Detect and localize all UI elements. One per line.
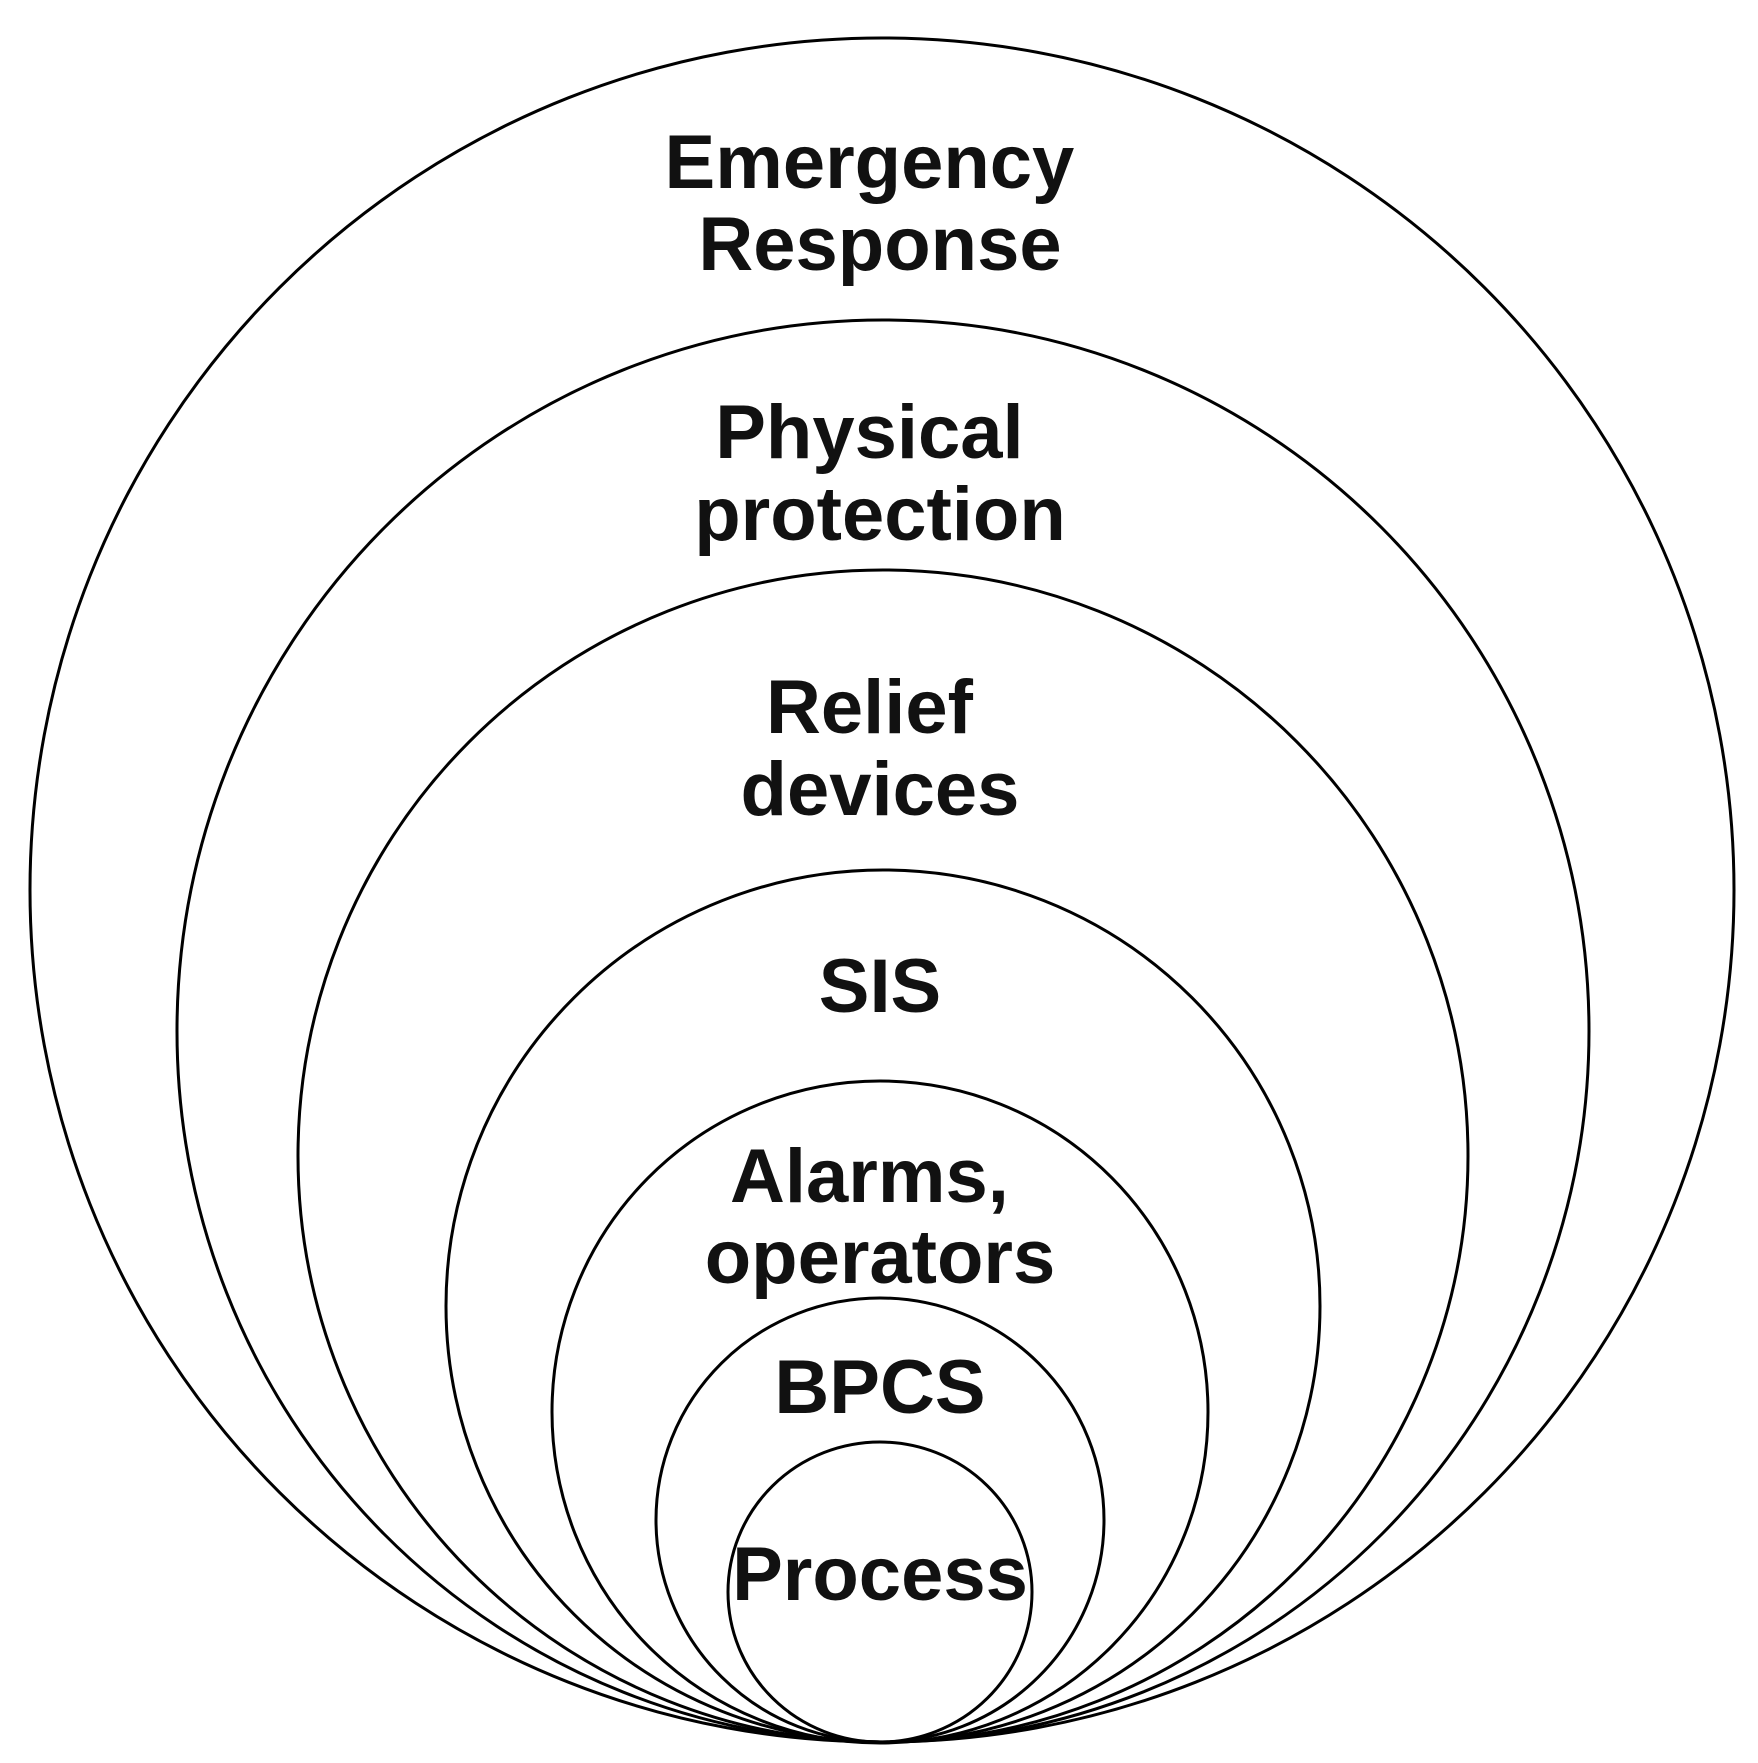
layer-label-alarms-operators: Alarms, operators	[705, 1134, 1056, 1300]
layer-process: Process	[726, 1440, 1034, 1744]
layer-physical-protection: Physical protection	[175, 318, 1591, 1744]
layer-label-physical-protection: Physical protection	[694, 390, 1066, 557]
layer-bpcs: BPCS	[654, 1296, 1106, 1744]
layer-alarms-operators: Alarms, operators	[550, 1079, 1210, 1745]
layer-label-process: Process	[732, 1532, 1028, 1617]
layer-ring-emergency-response	[28, 36, 1736, 1744]
layer-label-sis: SIS	[819, 944, 942, 1029]
layer-label-bpcs: BPCS	[774, 1345, 985, 1430]
layer-label-relief-devices: Relief devices	[741, 665, 1020, 832]
layer-ring-process	[726, 1440, 1034, 1744]
layer-emergency-response: Emergency Response	[28, 36, 1736, 1744]
layer-label-emergency-response: Emergency Response	[665, 120, 1096, 287]
layer-relief-devices: Relief devices	[296, 568, 1470, 1744]
